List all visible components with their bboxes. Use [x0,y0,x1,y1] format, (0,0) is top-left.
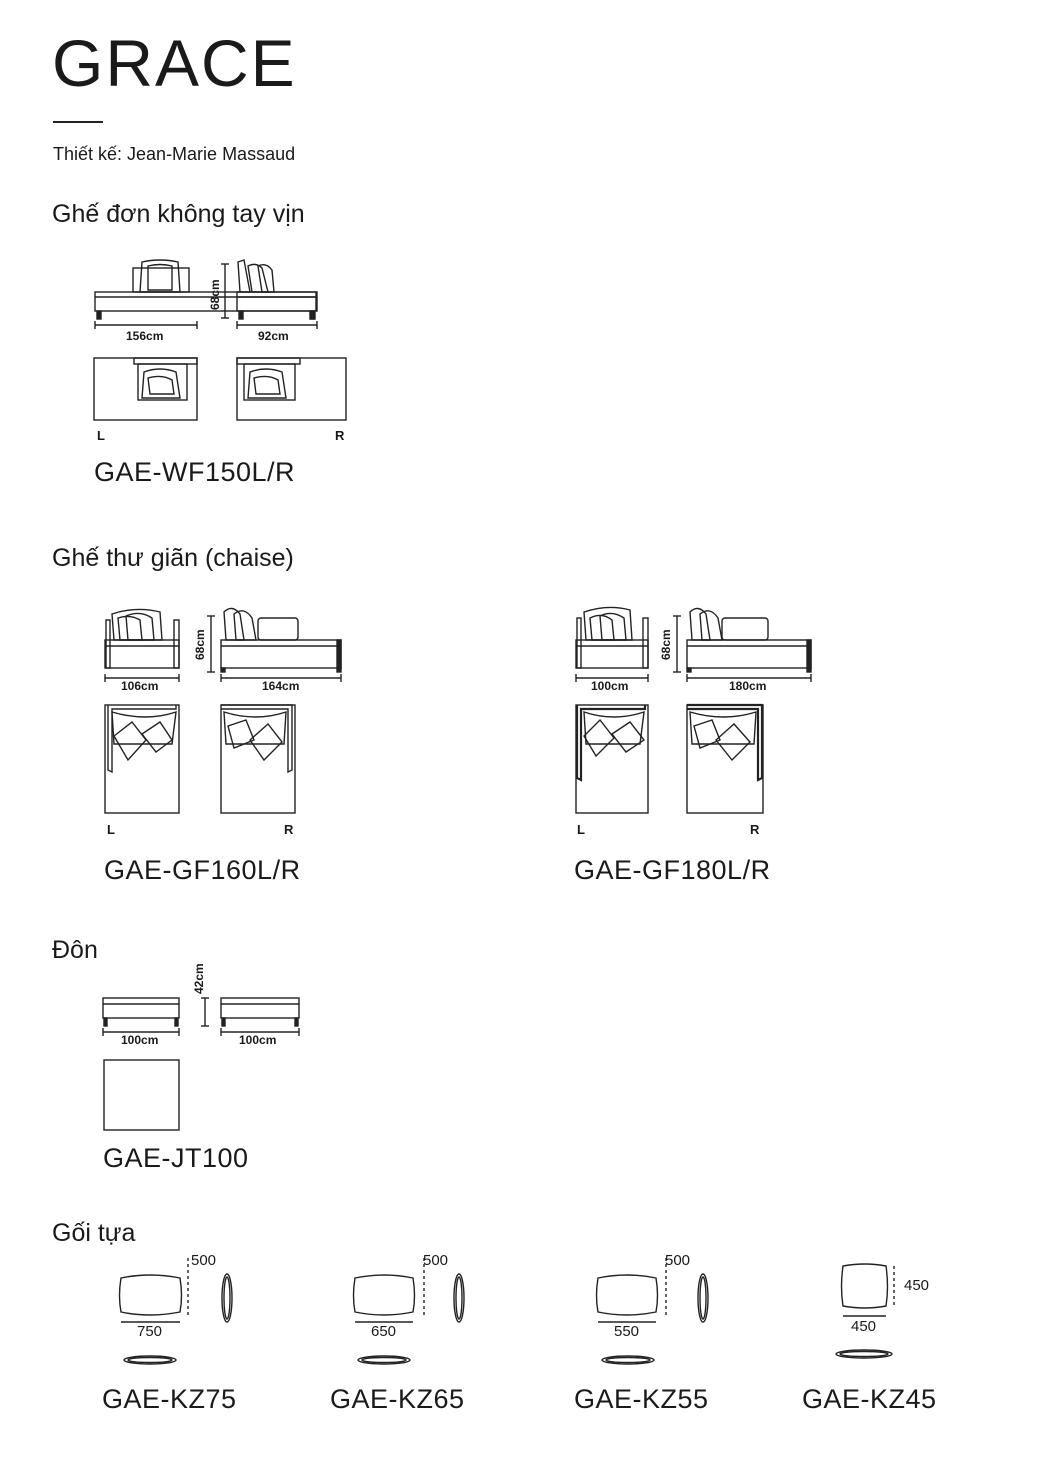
ottoman-side-view [220,997,300,1027]
product-code-chaise160: GAE-GF160L/R [104,855,301,885]
chaise180-side-view [686,607,812,673]
chaise180-plan-left [575,704,649,814]
section-heading-ottoman: Đôn [52,936,98,964]
cushion-kz65-width: 650 [371,1323,397,1340]
ottoman-width-side: 100cm [239,1033,277,1047]
armless-left-label: L [97,428,105,443]
designer-credit: Thiết kế: Jean-Marie Massaud [53,144,296,164]
armless-front-view [94,259,317,320]
chaise160-height: 68cm [193,629,207,660]
cushion-kz75-width: 750 [137,1323,163,1340]
chaise180-width-front: 100cm [591,679,629,693]
product-code-chaise180: GAE-GF180L/R [574,855,771,885]
armless-height: 68cm [208,279,222,310]
cushion-kz45-height: 450 [904,1277,930,1294]
cushion-kz45-drawing [835,1263,895,1359]
title-divider [53,121,103,123]
product-code-kz45: GAE-KZ45 [802,1384,937,1414]
ottoman-width-front: 100cm [121,1033,159,1047]
chaise180-width-side: 180cm [729,679,767,693]
cushion-kz75-drawing [118,1258,233,1365]
chaise160-left-label: L [107,822,115,837]
product-code-ottoman: GAE-JT100 [103,1143,249,1173]
chaise160-plan-right [220,704,296,814]
cushion-kz65-height: 500 [423,1252,449,1269]
armless-width-front: 156cm [126,329,164,343]
chaise160-side-view [220,607,342,673]
product-code-kz55: GAE-KZ55 [574,1384,709,1414]
cushion-kz75-height: 500 [191,1252,217,1269]
chaise180-left-label: L [577,822,585,837]
armless-plan-right [236,357,347,421]
cushion-kz65-drawing [352,1258,465,1365]
cushion-kz55-width: 550 [614,1323,640,1340]
chaise180-front-view [575,606,649,669]
chaise160-width-side: 164cm [262,679,300,693]
chaise160-width-front: 106cm [121,679,159,693]
section-heading-cushions: Gối tựa [52,1219,136,1247]
ottoman-height: 42cm [192,963,206,994]
chaise180-height: 68cm [659,629,673,660]
armless-right-label: R [335,428,345,443]
chaise160-right-label: R [284,822,294,837]
product-code-kz75: GAE-KZ75 [102,1384,237,1414]
cushion-kz55-height: 500 [665,1252,691,1269]
chaise160-front-view [104,608,180,669]
chaise180-plan-right [686,703,764,814]
armless-width-side: 92cm [258,329,289,343]
chaise180-right-label: R [750,822,760,837]
ottoman-plan-view [103,1059,180,1131]
ottoman-front-view [102,997,180,1027]
section-heading-chaise: Ghế thư giãn (chaise) [52,544,294,572]
armless-plan-left [93,357,198,421]
cushion-kz55-drawing [595,1258,709,1365]
page-title: GRACE [52,26,297,100]
chaise160-plan-left [104,704,180,814]
armless-side-view [236,259,318,320]
product-code-kz65: GAE-KZ65 [330,1384,465,1414]
section-heading-armless: Ghế đơn không tay vịn [52,200,305,228]
product-code-armless: GAE-WF150L/R [94,457,296,487]
cushion-kz45-width: 450 [851,1318,877,1335]
